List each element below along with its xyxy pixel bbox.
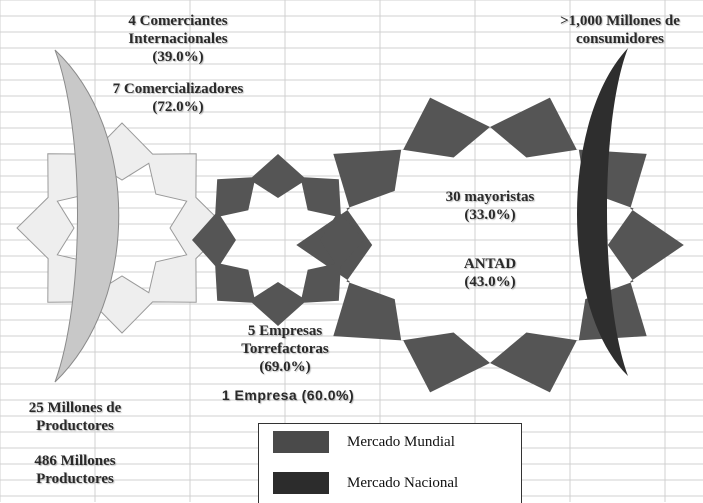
label-empresa: 1 Empresa (60.0%)	[221, 387, 355, 403]
legend-label-mundial: Mercado Mundial	[347, 433, 455, 450]
legend-swatch-nacional	[273, 472, 329, 494]
legend: Mercado Mundial Mercado Nacional	[258, 423, 522, 503]
consumer-crescent-shape	[577, 48, 628, 376]
legend-item-mundial: Mercado Mundial	[273, 431, 455, 453]
roaster-ring-shape	[192, 154, 364, 326]
producer-crescent-shape	[54, 49, 120, 383]
label-antad: ANTAD(43.0%)	[463, 256, 517, 290]
producer-star-shape	[16, 122, 228, 334]
label-comercializadores: 7 Comercializadores(72.0%)	[112, 81, 244, 115]
legend-item-nacional: Mercado Nacional	[273, 472, 458, 494]
legend-label-nacional: Mercado Nacional	[347, 474, 459, 491]
label-mayoristas: 30 mayoristas(33.0%)	[445, 189, 535, 223]
legend-swatch-mundial	[273, 431, 329, 453]
